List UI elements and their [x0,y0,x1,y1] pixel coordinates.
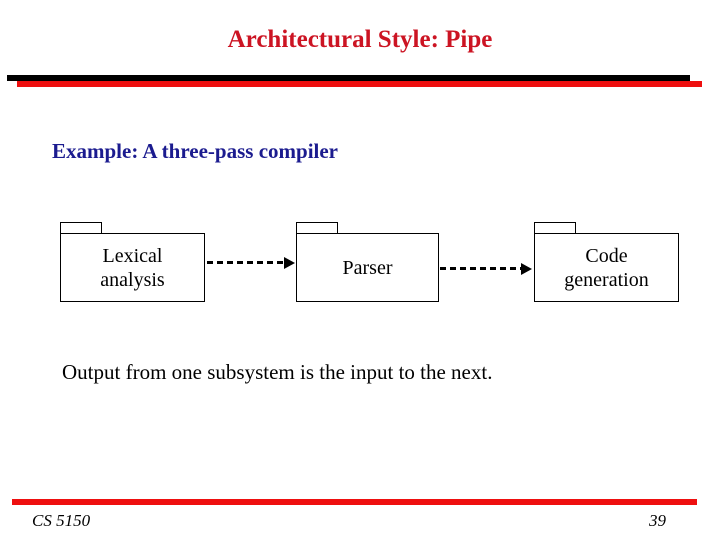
arrowhead-icon [521,263,532,275]
dashed-line [207,261,286,264]
folder-tab-icon [60,222,102,233]
box-label-line: generation [564,268,649,291]
title-divider-red [17,81,702,87]
folder-tab-icon [534,222,576,233]
pipe-arrow-1 [207,257,295,269]
title-divider-black [7,75,690,81]
box-label-line: Code [585,244,628,267]
folder-box-parser: Parser [296,222,439,302]
page-title: Architectural Style: Pipe [227,26,493,53]
folder-body: Code generation [534,233,679,302]
folder-body: Parser [296,233,439,302]
box-label-line: Parser [342,256,393,279]
dashed-line [440,267,523,270]
example-heading: Example: A three-pass compiler [52,139,339,163]
box-label-line: analysis [100,268,165,291]
folder-body: Lexical analysis [60,233,205,302]
body-text: Output from one subsystem is the input t… [62,360,493,384]
folder-box-lexical-analysis: Lexical analysis [60,222,205,302]
arrowhead-icon [284,257,295,269]
box-label-line: Lexical [102,244,163,267]
pipe-arrow-2 [440,263,532,275]
footer-page-number: 39 [649,511,666,530]
footer-course-code: CS 5150 [32,511,91,530]
folder-box-code-generation: Code generation [534,222,679,302]
footer-divider-red [12,499,697,505]
folder-tab-icon [296,222,338,233]
